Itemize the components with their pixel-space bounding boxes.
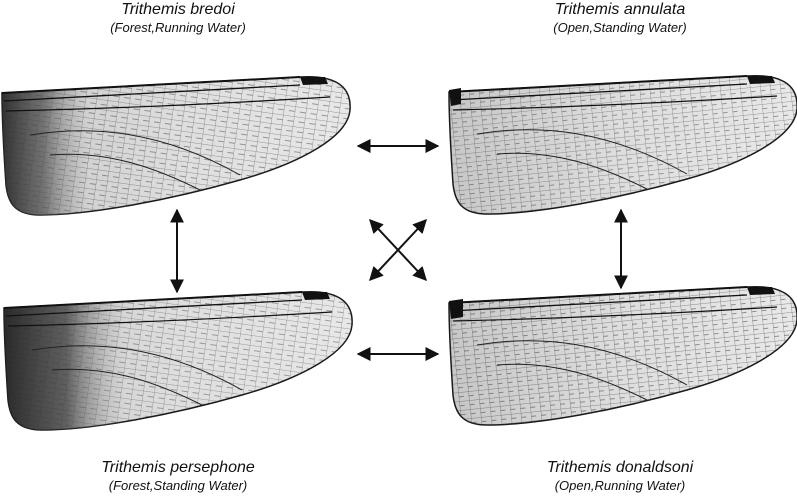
species-name: Trithemis bredoi (121, 1, 235, 18)
species-name: Trithemis donaldsoni (546, 459, 694, 476)
wing-annulata (448, 74, 797, 215)
label-donaldsoni: Trithemis donaldsoni (Open,Running Water… (470, 458, 770, 494)
label-persephone: Trithemis persephone (Forest,Standing Wa… (28, 458, 328, 494)
label-annulata: Trithemis annulata (Open,Standing Water) (470, 0, 770, 36)
species-name: Trithemis annulata (554, 1, 686, 18)
wing-bredoi (1, 75, 351, 216)
habitat-text: (Open,Standing Water) (553, 20, 687, 35)
label-bredoi: Trithemis bredoi (Forest,Running Water) (28, 0, 328, 36)
arrow-annulata-persephone (369, 218, 427, 282)
species-name: Trithemis persephone (101, 459, 255, 476)
habitat-text: (Forest,Running Water) (110, 20, 246, 35)
habitat-text: (Forest,Standing Water) (108, 478, 248, 493)
wing-donaldsoni (448, 285, 797, 426)
wing-persephone (3, 290, 353, 431)
habitat-text: (Open,Running Water) (554, 478, 686, 493)
